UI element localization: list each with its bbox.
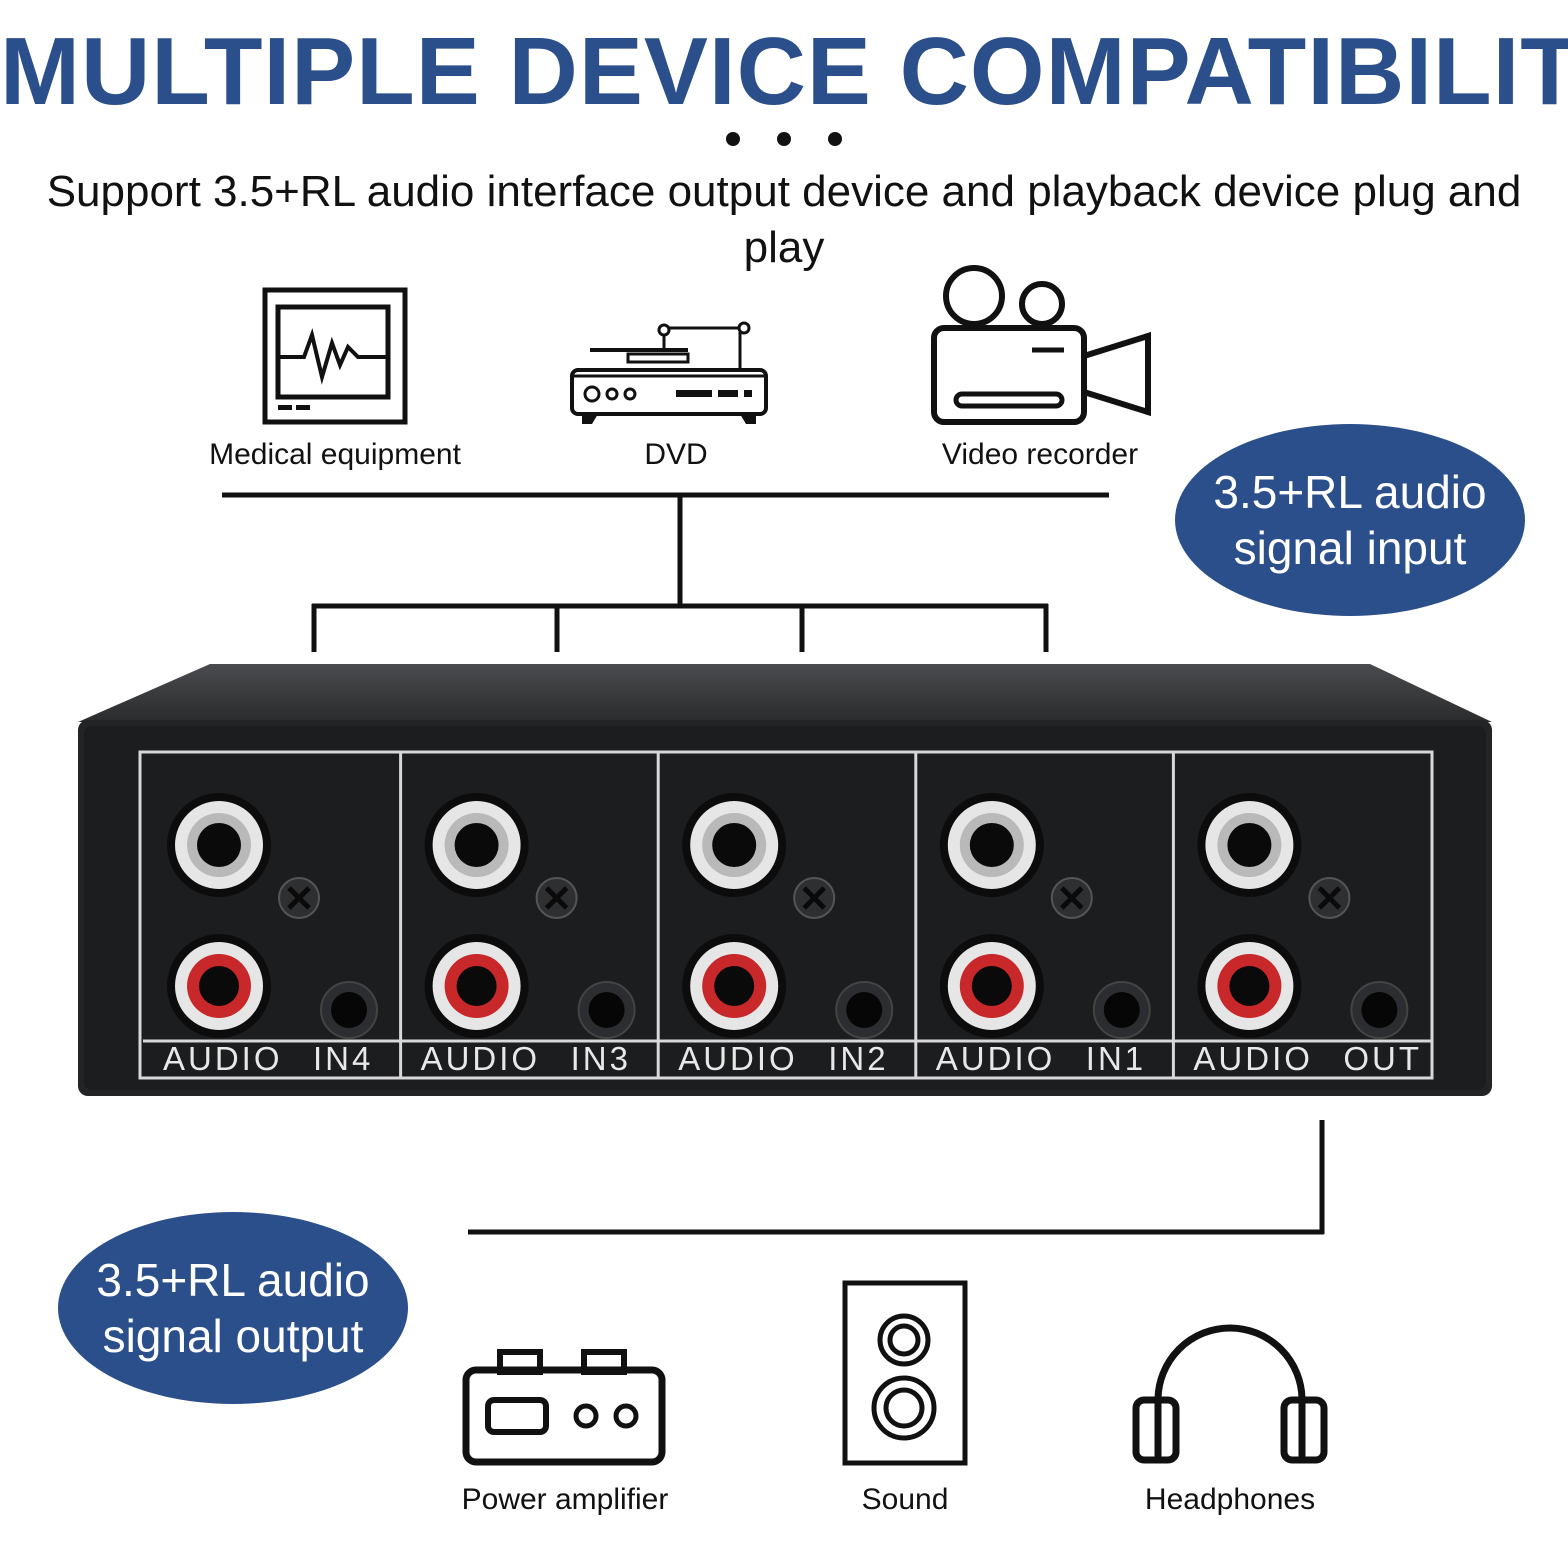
device-label-video-recorder: Video recorder <box>941 438 1139 471</box>
medical-monitor-icon <box>262 287 408 425</box>
port-label-channel: OUT <box>1343 1040 1423 1077</box>
divider-dots <box>0 118 1568 158</box>
rca-jack-red[interactable] <box>682 934 787 1038</box>
rca-jack-red[interactable] <box>939 934 1044 1038</box>
subtitle: Support 3.5+RL audio interface output de… <box>46 167 1522 272</box>
page-title: MULTIPLE DEVICE COMPATIBILITY <box>0 18 1568 125</box>
signal-output-bubble: 3.5+RL audio signal output <box>58 1212 408 1404</box>
screw-icon <box>1308 877 1351 919</box>
dot <box>777 132 791 146</box>
port-section <box>1171 752 1431 1078</box>
port-label-channel: IN3 <box>570 1040 631 1077</box>
device-label-power-amplifier: Power amplifier <box>461 1483 669 1516</box>
jack-3-5mm[interactable] <box>320 981 378 1039</box>
device-label-headphones: Headphones <box>1144 1483 1316 1516</box>
jack-3-5mm[interactable] <box>577 981 636 1039</box>
signal-input-bubble: 3.5+RL audio signal input <box>1175 424 1525 616</box>
screw-icon <box>278 877 320 919</box>
jack-3-5mm[interactable] <box>835 981 894 1039</box>
port-section <box>143 793 401 1043</box>
port-section <box>656 752 916 1078</box>
rca-jack-red[interactable] <box>424 934 529 1038</box>
port-label-audio: AUDIO <box>163 1040 283 1077</box>
port-label-channel: IN1 <box>1085 1040 1147 1077</box>
rca-jack-red[interactable] <box>1197 934 1302 1038</box>
port-label-channel: IN2 <box>828 1040 889 1077</box>
dvd-player-icon <box>570 321 768 424</box>
port-label-audio: AUDIO <box>420 1040 541 1077</box>
screw-icon <box>793 877 836 919</box>
port-section <box>914 752 1174 1078</box>
rca-jack-white[interactable] <box>1197 793 1302 897</box>
jack-3-5mm[interactable] <box>1092 981 1151 1039</box>
device-label-medical: Medical equipment <box>209 438 461 471</box>
bubble-line: signal output <box>102 1310 364 1362</box>
bubble-line: signal input <box>1233 522 1467 574</box>
port-label-audio: AUDIO <box>935 1040 1056 1077</box>
bubble-line: 3.5+RL audio <box>96 1254 370 1306</box>
port-section <box>399 752 659 1078</box>
port-label-audio: AUDIO <box>1193 1040 1313 1077</box>
port-label-audio: AUDIO <box>678 1040 798 1077</box>
bubble-line: 3.5+RL audio <box>1213 466 1487 518</box>
dot <box>828 132 842 146</box>
speaker-icon <box>842 1280 968 1466</box>
port-label-channel: IN4 <box>313 1040 374 1077</box>
rca-jack-white[interactable] <box>424 793 529 897</box>
device-label-sound: Sound <box>861 1483 949 1516</box>
rca-jack-red[interactable] <box>167 934 271 1038</box>
rca-jack-white[interactable] <box>167 793 271 897</box>
jack-3-5mm[interactable] <box>1350 981 1409 1039</box>
rca-jack-white[interactable] <box>682 793 787 897</box>
video-camera-icon <box>931 265 1151 425</box>
dot <box>726 132 740 146</box>
headphones-icon <box>1132 1324 1328 1464</box>
amplifier-icon <box>462 1349 666 1466</box>
device-label-dvd: DVD <box>644 438 708 471</box>
screw-icon <box>535 877 578 919</box>
screw-icon <box>1050 877 1093 919</box>
rca-jack-white[interactable] <box>939 793 1044 897</box>
